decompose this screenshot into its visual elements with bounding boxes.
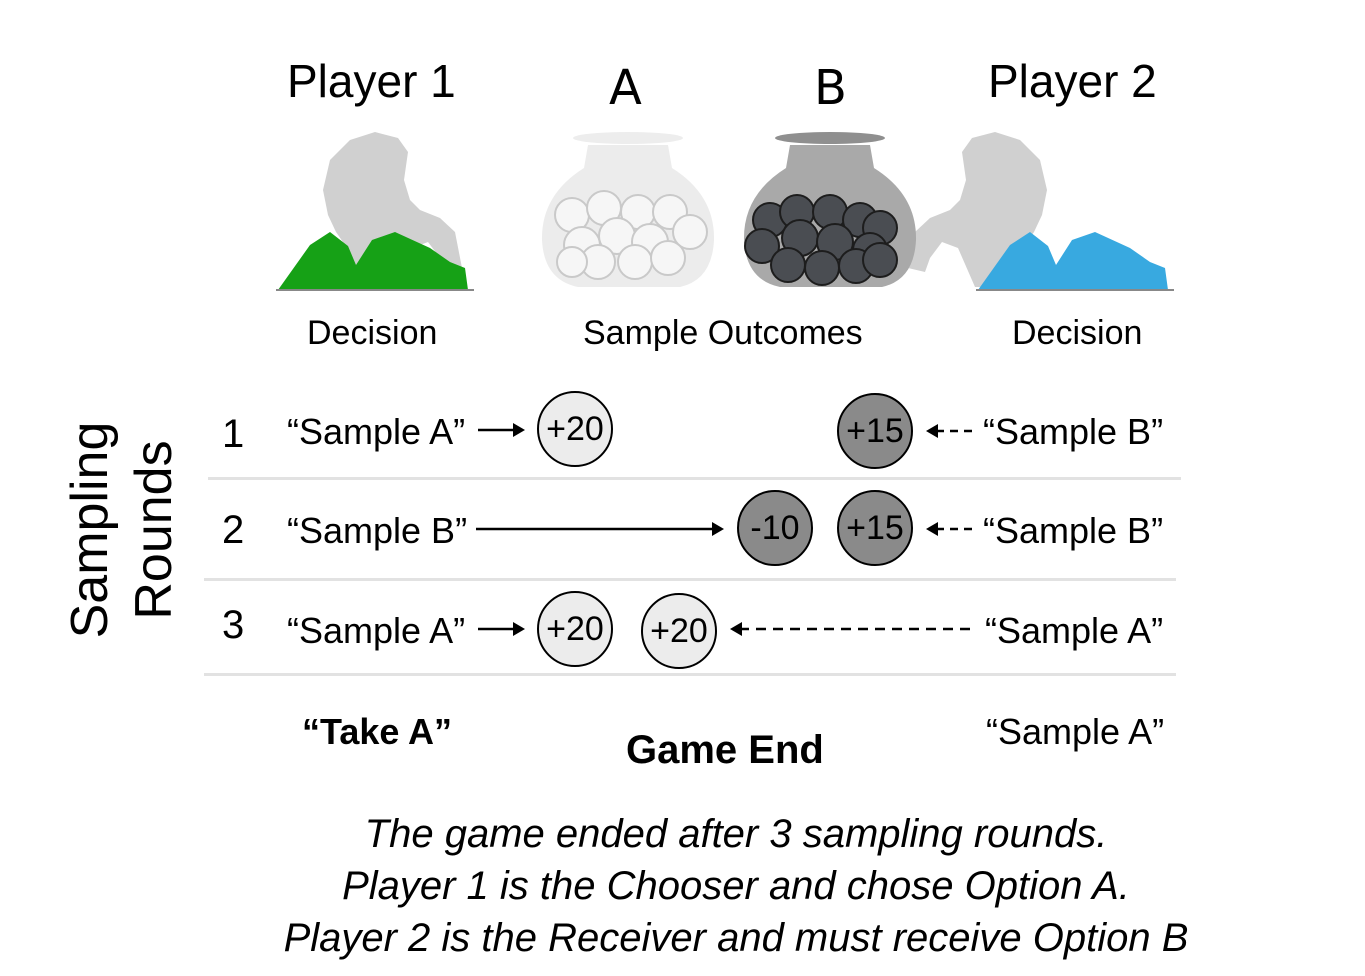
player2-final-decision: “Sample A” [986,711,1165,752]
round-3-p2-chip: +20 [641,593,717,669]
round-2-number: 2 [222,508,245,552]
player1-subtitle: Decision [307,314,438,352]
round-1-number: 1 [222,412,245,456]
round-1-p2-chip: +15 [837,393,913,469]
round-2-p1-said: “Sample B” [287,510,468,551]
caption-line-3: Player 2 is the Receiver and must receiv… [283,916,1189,960]
player2-silhouette-icon [908,132,1174,291]
axis-label-line1: Sampling [61,421,119,639]
round-2-p2-said: “Sample B” [983,510,1164,551]
player1-silhouette-icon [276,132,474,291]
row-divider-2 [204,578,1176,581]
caption-line-1: The game ended after 3 sampling rounds. [364,812,1108,856]
sampling-rounds-label: Sampling Rounds [58,415,198,645]
round-2-p1-chip: -10 [737,490,813,566]
jar-a-icon [541,132,715,287]
caption-line-2: Player 1 is the Chooser and chose Option… [342,864,1130,908]
arrows [476,423,972,636]
round-1-p1-said: “Sample A” [287,411,466,452]
jar-b-icon [743,132,917,287]
row-divider-1 [208,477,1181,480]
round-3-number: 3 [222,603,245,647]
round-1-p2-said: “Sample B” [983,411,1164,452]
player2-subtitle: Decision [1012,314,1143,352]
player2-title: Player 2 [988,55,1157,107]
round-1-p1-chip: +20 [537,391,613,467]
round-3-p1-said: “Sample A” [287,610,466,651]
player1-title: Player 1 [287,55,456,107]
jar-b-label: B [814,60,847,116]
game-end-label: Game End [626,728,824,772]
round-2-p2-chip: +15 [837,490,913,566]
round-3-p1-chip: +20 [537,591,613,667]
jars-subtitle: Sample Outcomes [583,314,863,352]
round-3-p2-said: “Sample A” [985,610,1164,651]
axis-label-line2: Rounds [125,440,183,620]
player1-final-decision: “Take A” [302,711,453,752]
jar-a-label: A [609,60,642,116]
row-divider-3 [204,673,1176,676]
